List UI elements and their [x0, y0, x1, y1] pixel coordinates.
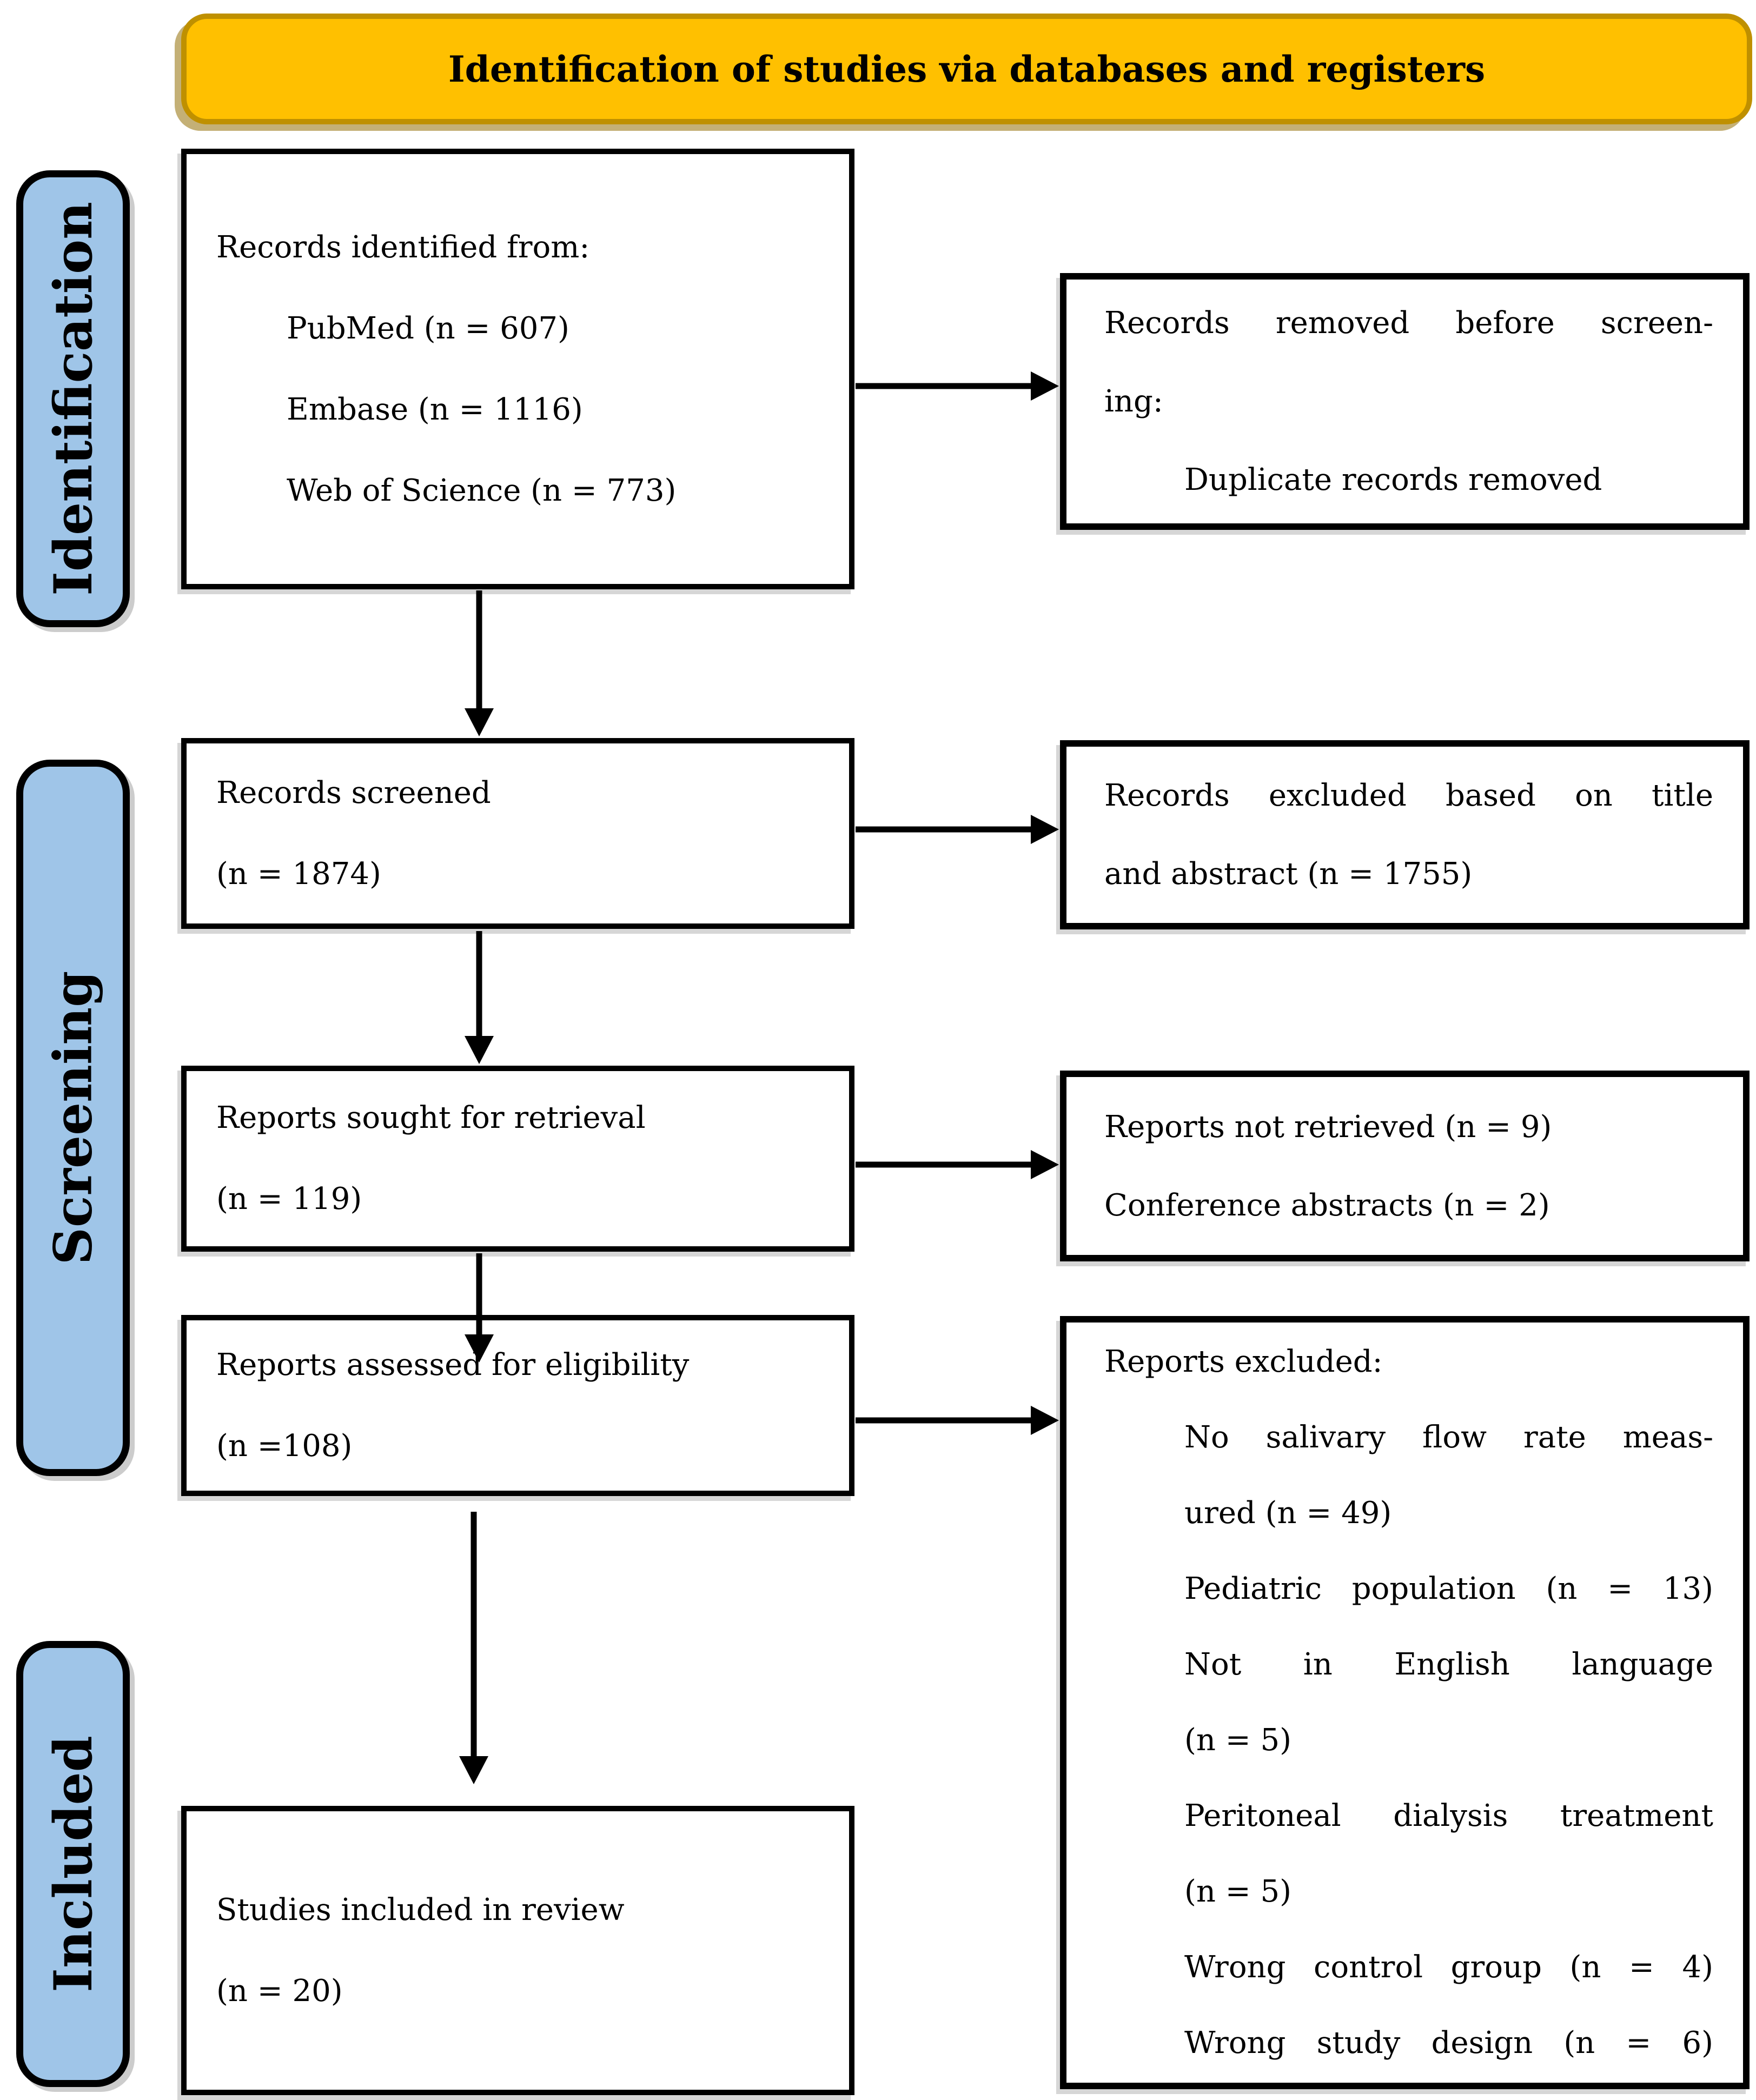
text-line: (n = 20) [216, 1973, 343, 2009]
arrow-identified-to-screened [465, 590, 494, 736]
box-reports-assessed: Reports assessed for eligibility (n =108… [181, 1315, 854, 1496]
arrow-assessed-to-included [459, 1512, 488, 1784]
text-line: Web of Science (n = 773) [287, 473, 677, 508]
text-line: No salivary flow rate meas- [1184, 1420, 1713, 1455]
box-reports-sought: Reports sought for retrieval (n = 119) [181, 1066, 854, 1252]
text-line: ured (n = 49) [1184, 1496, 1392, 1531]
text-line: Records identified from: [216, 229, 590, 265]
stage-label-screening: Screening [16, 760, 130, 1476]
box-records-removed: Records removed before screen- ing: Dupl… [1060, 273, 1750, 530]
text-line: Reports excluded: [1104, 1344, 1383, 1379]
text-line: (n =108) [216, 1428, 353, 1464]
stage-label-identification: Identification [16, 170, 130, 627]
text-line: and abstract (n = 1755) [1104, 856, 1473, 892]
arrow-assessed-to-reports-excluded [856, 1406, 1059, 1435]
text-line: Studies included in review [216, 1892, 625, 1928]
text-line: Conference abstracts (n = 2) [1104, 1187, 1550, 1223]
text-line: ing: [1104, 384, 1163, 419]
box-reports-excluded: Reports excluded: No salivary flow rate … [1060, 1316, 1750, 2089]
stage-label-included: Included [16, 1641, 130, 2087]
text-line: Wrong study design (n = 6) [1184, 2025, 1713, 2061]
text-line: Embase (n = 1116) [287, 391, 583, 427]
text-line: PubMed (n = 607) [287, 310, 569, 346]
text-line: (n = 5) [1184, 1723, 1291, 1758]
text-line: Not in English language [1184, 1647, 1713, 1682]
text-line: Duplicate records removed [1184, 462, 1602, 497]
box-records-identified: Records identified from: PubMed (n = 607… [181, 149, 854, 589]
arrow-sought-to-not-retrieved [856, 1150, 1059, 1179]
text-line: Records excluded based on title [1104, 778, 1713, 813]
diagram-title: Identification of studies via databases … [448, 48, 1486, 90]
arrow-identified-to-removed [856, 371, 1059, 401]
box-studies-included: Studies included in review (n = 20) [181, 1806, 854, 2095]
text-line: Reports not retrieved (n = 9) [1104, 1109, 1552, 1145]
box-reports-not-retrieved: Reports not retrieved (n = 9) Conference… [1060, 1071, 1750, 1261]
text-line: (n = 5) [1184, 1874, 1291, 1909]
text-line: Pediatric population (n = 13) [1184, 1571, 1713, 1606]
text-line: Reports assessed for eligibility [216, 1347, 690, 1383]
arrow-screened-to-sought [465, 931, 494, 1064]
text-line: Wrong control group (n = 4) [1184, 1950, 1713, 1985]
text-line: Reports sought for retrieval [216, 1100, 646, 1135]
diagram-title-banner: Identification of studies via databases … [181, 14, 1752, 124]
text-line: (n = 119) [216, 1181, 362, 1217]
arrow-sought-to-assessed [465, 1253, 494, 1363]
box-records-excluded: Records excluded based on title and abst… [1060, 740, 1750, 929]
arrow-screened-to-excluded [856, 815, 1059, 844]
text-line: (n = 1874) [216, 856, 381, 892]
text-line: Peritoneal dialysis treatment [1184, 1798, 1713, 1833]
text-line: Records removed before screen- [1104, 305, 1713, 341]
box-records-screened: Records screened (n = 1874) [181, 738, 854, 929]
text-line: Records screened [216, 775, 491, 810]
